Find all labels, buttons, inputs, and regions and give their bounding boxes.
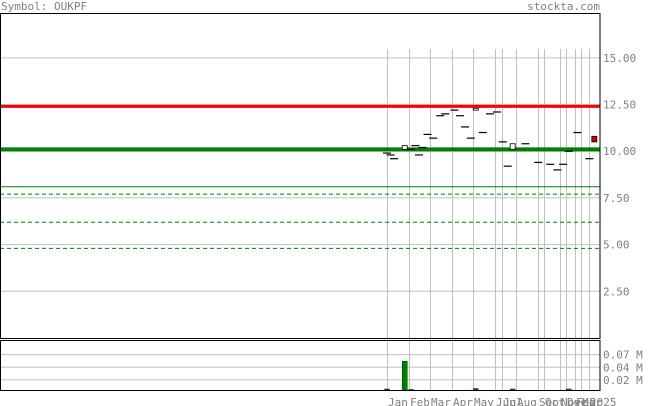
volume-axis-labels: 0.07 M0.04 M0.02 M: [603, 349, 643, 387]
price-frame: [0, 13, 601, 339]
price-candles: [383, 107, 598, 171]
volume-bar: [509, 388, 516, 391]
date-tick-label: Mar: [582, 396, 602, 406]
date-tick-label: 2025: [590, 396, 617, 406]
date-tick-label: Aug: [517, 396, 537, 406]
date-tick-label: Jan: [388, 396, 408, 406]
date-tick-label: Nov: [561, 396, 581, 406]
price-candle: [509, 143, 516, 150]
price-tick-label: 5.00: [603, 239, 630, 252]
symbol-label: Symbol: OUKPF: [1, 0, 88, 13]
price-axis-labels: 15.00 12.50 10.00 7.50 5.00 2.50: [603, 52, 636, 298]
date-tick-label: Jun: [496, 396, 516, 406]
price-tick-label: 12.50: [603, 99, 636, 112]
price-tick-label: 15.00: [603, 52, 636, 65]
date-tick-label: Feb: [410, 396, 430, 406]
volume-bars: [384, 360, 572, 391]
price-candle: [472, 107, 479, 111]
volume-tick-label: 0.04 M: [603, 361, 643, 374]
date-tick-label: May: [474, 396, 494, 406]
date-tick-label: Jul: [503, 396, 523, 406]
site-name: stockta.com: [527, 0, 600, 13]
date-tick-label: Apr: [453, 396, 473, 406]
price-candle: [401, 145, 408, 150]
price-candle: [591, 135, 598, 143]
plot-frames: [0, 13, 601, 391]
volume-tick-label: 0.07 M: [603, 349, 643, 362]
price-tick-label: 10.00: [603, 145, 636, 158]
price-tick-label: 7.50: [603, 192, 630, 205]
grid-lines: [0, 49, 600, 390]
volume-bar: [408, 389, 414, 391]
price-tick-label: 2.50: [603, 285, 630, 298]
volume-tick-label: 0.02 M: [603, 374, 643, 387]
date-tick-label: Mar: [431, 396, 451, 406]
support-resistance-lines: [0, 104, 600, 249]
date-tick-label: Feb: [576, 396, 596, 406]
volume-bar: [566, 388, 572, 391]
volume-bar: [384, 388, 390, 391]
volume-frame: [0, 340, 601, 391]
date-tick-label: Sep: [539, 396, 559, 406]
date-tick-label: Oct: [545, 396, 565, 406]
date-tick-label: Dec: [567, 396, 587, 406]
volume-bar: [473, 388, 479, 391]
volume-bar: [402, 360, 408, 391]
